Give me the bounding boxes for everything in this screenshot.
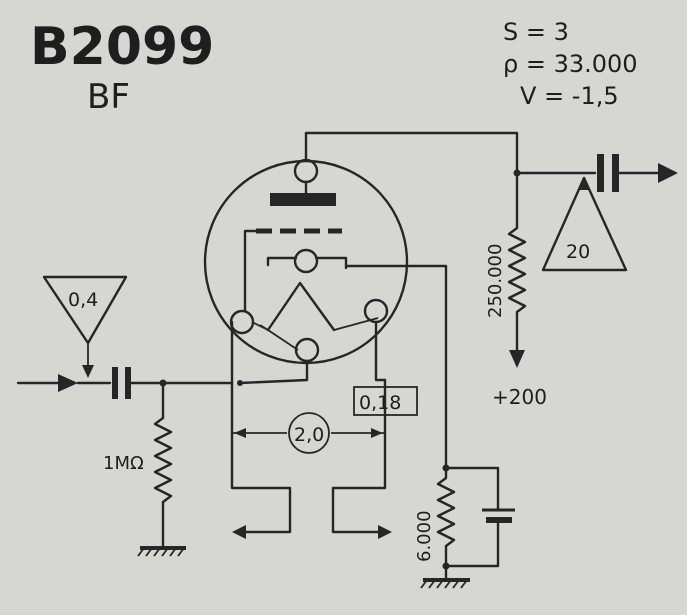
- filament-voltage-circle: [288, 412, 330, 454]
- input-level-value: 0,4: [68, 289, 98, 311]
- input-capacitor-plate-a: [112, 367, 118, 399]
- filament-current-box: [353, 386, 418, 416]
- input-level-triangle: [42, 275, 128, 345]
- heater-pin-left: [229, 309, 255, 335]
- plate-resistor: [507, 223, 527, 352]
- anode-pin: [293, 158, 319, 184]
- param-s: S = 3: [503, 18, 569, 46]
- bypass-capacitor-bottom: [486, 517, 512, 523]
- plate-wire: [304, 131, 519, 227]
- filament-current-value: 0,18: [359, 392, 401, 414]
- param-v: V = -1,5: [520, 82, 619, 110]
- grid-resistor-value: 1MΩ: [103, 453, 144, 474]
- output-arrow: [658, 163, 678, 183]
- supply-voltage: +200: [492, 385, 547, 409]
- output-level-value: 20: [566, 241, 590, 263]
- cathode-resistor: [436, 466, 456, 580]
- grid-pin: [294, 337, 320, 363]
- heater-filament: [266, 281, 336, 332]
- cathode-wire: [344, 264, 448, 470]
- cathode-line: [266, 256, 298, 267]
- output-capacitor-plate-a: [597, 154, 604, 192]
- cathode-resistor-value: 6.000: [414, 510, 435, 562]
- tube-code: B2099: [30, 17, 214, 77]
- tube-function: BF: [87, 77, 130, 117]
- plate-resistor-value: 250.000: [485, 244, 506, 318]
- anode-plate: [270, 193, 336, 206]
- input-capacitor-plate-b: [125, 367, 131, 399]
- output-capacitor-plate-b: [612, 154, 619, 192]
- filament-voltage-value: 2,0: [294, 424, 324, 446]
- param-rho: ρ = 33.000: [503, 50, 638, 78]
- output-level-triangle: [541, 176, 628, 272]
- heater-wire-right: [331, 320, 387, 534]
- grid-resistor: [153, 381, 173, 548]
- cathode-pin: [293, 248, 319, 274]
- input-arrow: [58, 374, 78, 392]
